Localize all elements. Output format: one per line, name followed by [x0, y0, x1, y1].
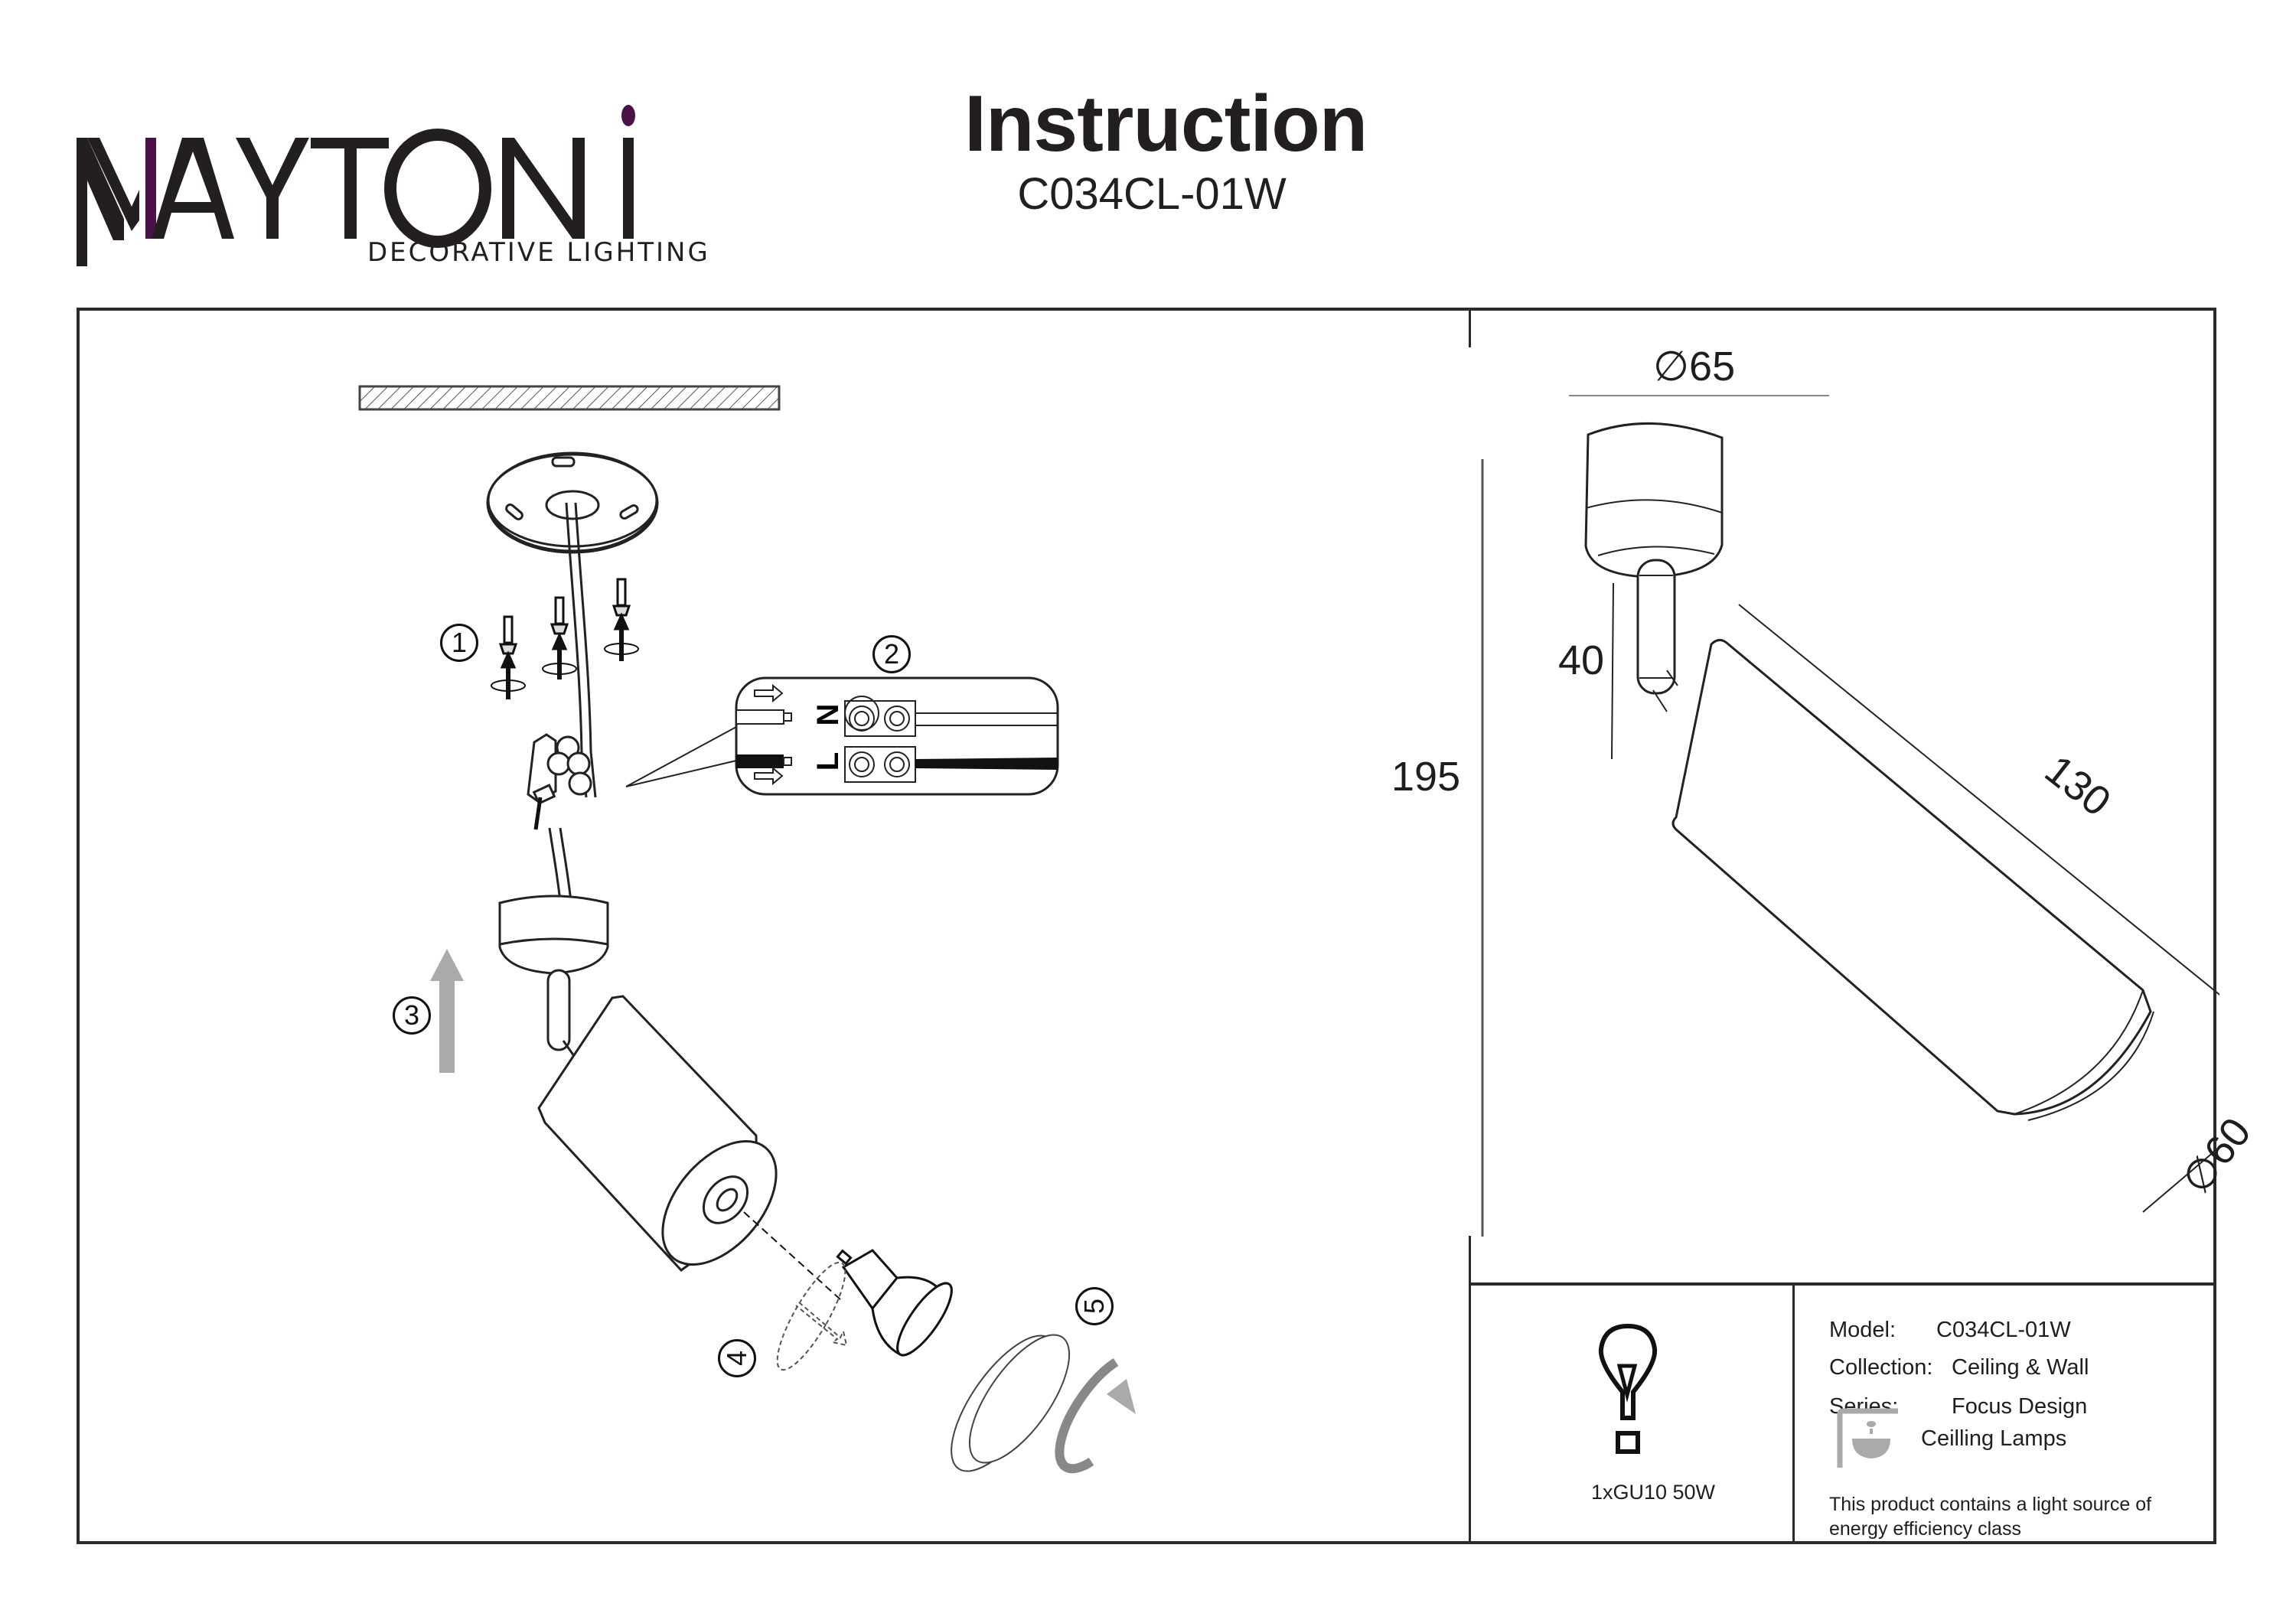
panel-divider-bottom	[1469, 1236, 1471, 1544]
zoom-leader-bottom	[625, 760, 737, 787]
rotate-ring-arrow	[1055, 1357, 1136, 1474]
screws	[491, 578, 639, 699]
bulb-spec: 1xGU10 50W	[1590, 1481, 1716, 1504]
shade-side-view	[1652, 639, 2154, 1121]
logo-letter-y	[236, 138, 309, 239]
light-bulb-icon	[1598, 1323, 1658, 1454]
mounting-plate	[486, 451, 659, 554]
live-output-wire	[915, 758, 1058, 770]
logo-letter-n	[502, 138, 585, 239]
model-number: C034CL-01W	[1017, 169, 1287, 219]
model-value: C034CL-01W	[1936, 1318, 2071, 1342]
insert-arrow-bottom	[754, 766, 784, 786]
panel-divider-top	[1469, 308, 1471, 347]
installation-diagram: N L	[358, 385, 1136, 1474]
highlight-circle	[844, 696, 879, 731]
dimension-drawing	[1481, 395, 2219, 1237]
logo-letter-i	[623, 138, 634, 239]
screw-2	[542, 596, 577, 680]
ceiling-lamp-icon	[1837, 1408, 1898, 1468]
neutral-label: N	[811, 704, 845, 726]
step-5-marker: 5	[1075, 1287, 1114, 1325]
zoom-leader-top	[625, 726, 737, 787]
lower-cable	[548, 827, 562, 902]
energy-note-line-2: energy efficiency class	[1829, 1518, 2022, 1540]
supply-cable-edge	[574, 502, 597, 798]
push-up-arrow	[430, 949, 464, 1073]
logo-letter-o	[384, 129, 491, 248]
logo-m-diagonal	[87, 138, 132, 231]
step-3-marker: 3	[393, 996, 431, 1035]
canopy	[498, 895, 609, 1051]
drawing-frame	[77, 308, 2216, 1544]
total-height-label: 195	[1391, 754, 1461, 800]
supply-cable	[565, 502, 588, 798]
step-1-marker: 1	[440, 624, 478, 662]
screw-1	[491, 615, 526, 699]
dim-line-stem	[1611, 582, 1614, 760]
energy-note-line-1: This product contains a light source of	[1829, 1494, 2152, 1515]
stem-height-label: 40	[1558, 637, 1605, 683]
logo-m-join	[132, 190, 139, 231]
info-table-divider	[1792, 1282, 1795, 1544]
twist-arrow	[776, 1261, 848, 1371]
brand-logo: DECORATIVE LIGHTING	[77, 90, 708, 268]
collection-label: Collection:	[1829, 1355, 1933, 1380]
dim-line-shade-diameter	[2142, 1146, 2219, 1213]
insert-arrow-top	[754, 683, 784, 703]
logo-a-counter	[174, 152, 211, 202]
step-4-marker: 4	[718, 1339, 756, 1377]
logo-m-stroke	[77, 138, 124, 266]
live-wire	[736, 754, 784, 768]
canopy-diameter-label: ∅65	[1653, 344, 1736, 389]
lamp-body	[537, 995, 778, 1272]
screw-3	[604, 578, 639, 661]
logo-m-left-bar	[77, 138, 87, 239]
logo-graphic	[77, 105, 635, 266]
logo-accent-dot	[621, 105, 635, 126]
gu10-bulb	[743, 1211, 953, 1357]
live-label: L	[811, 752, 845, 771]
logo-letter-t	[311, 138, 389, 239]
model-label: Model:	[1829, 1318, 1896, 1342]
info-table-top-rule	[1469, 1282, 2216, 1286]
category-label: Ceilling Lamps	[1921, 1426, 2067, 1451]
logo-tagline: DECORATIVE LIGHTING	[367, 237, 710, 268]
neutral-wire	[735, 709, 784, 725]
frame-right-accent	[2213, 1236, 2216, 1282]
page-title: Instruction	[964, 80, 1368, 168]
wiring-detail: N L	[735, 676, 1059, 796]
dim-line-length	[1738, 604, 2219, 996]
step-2-marker: 2	[872, 635, 911, 673]
logo-accent-bar	[145, 138, 156, 239]
series-value: Focus Design	[1952, 1394, 2088, 1419]
retaining-ring	[951, 1334, 1071, 1472]
collection-value: Ceiling & Wall	[1952, 1355, 2089, 1380]
canopy-side-view	[1584, 422, 1724, 695]
ceiling-surface	[358, 385, 781, 411]
terminal-block	[527, 733, 592, 830]
